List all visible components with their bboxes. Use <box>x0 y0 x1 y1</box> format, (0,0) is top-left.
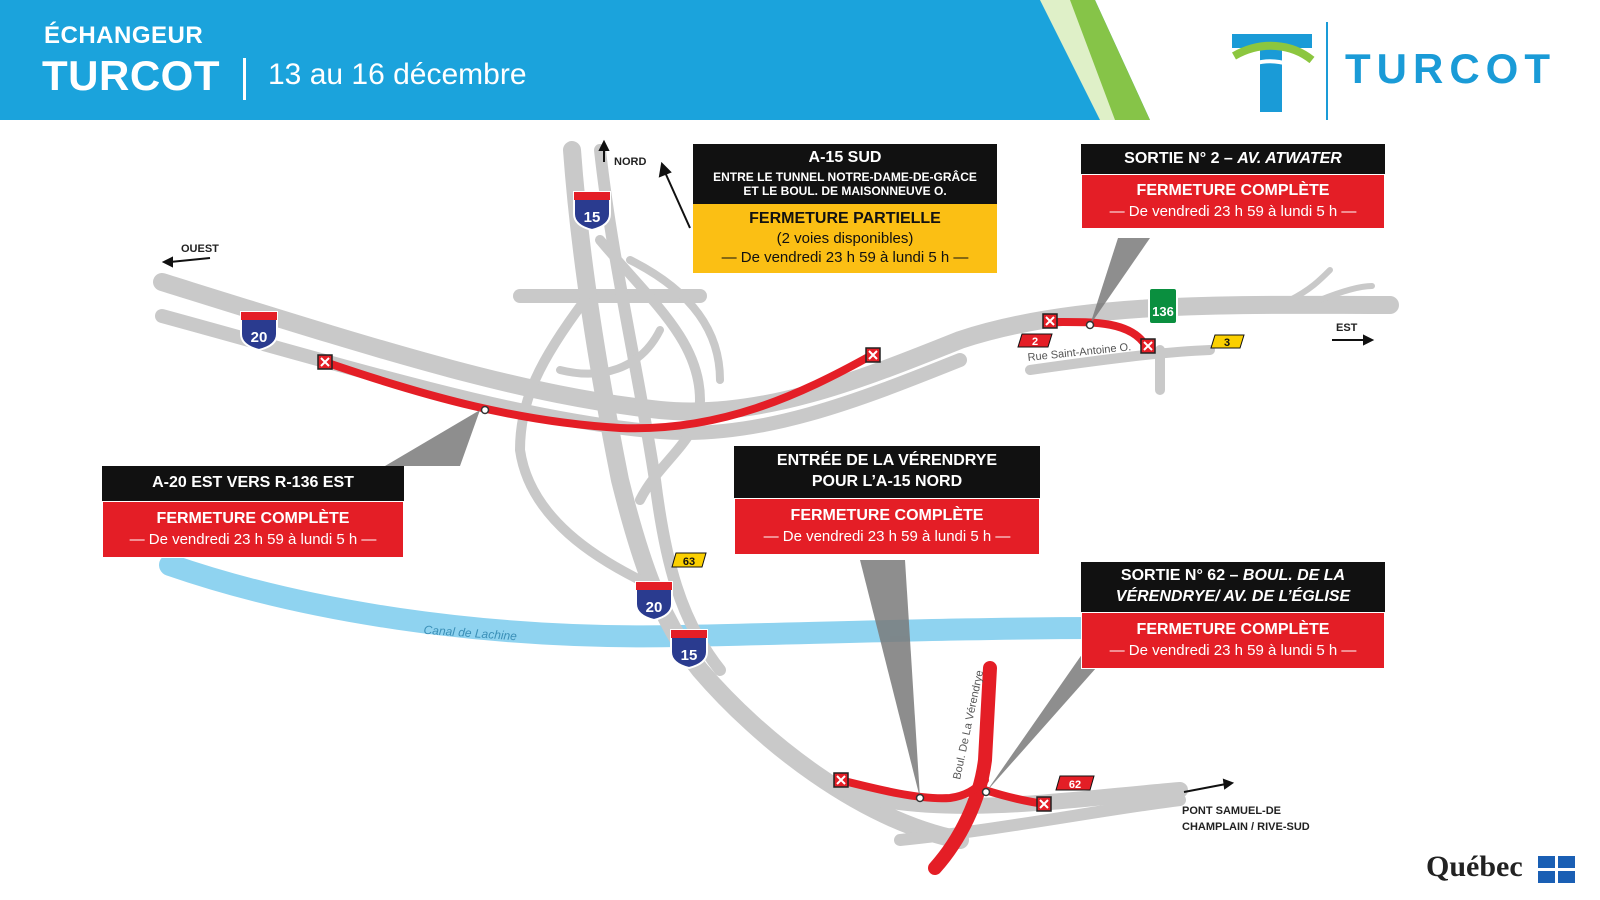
bridge-label: PONT SAMUEL-DE CHAMPLAIN / RIVE-SUD <box>1182 805 1310 833</box>
brand-name: TURCOT <box>1345 45 1556 92</box>
interchange-map: 15 20 20 15 136 3 2 63 62 Canal de Lachi… <box>153 139 1399 875</box>
header-banner: ÉCHANGEUR TURCOT 13 au 16 décembre TURCO… <box>0 0 1600 120</box>
canal-label: Canal de Lachine <box>423 623 517 644</box>
box-entree-verendrye-title1: ENTRÉE DE LA VÉRENDRYE <box>776 452 998 469</box>
box-sortie-2-title-a: SORTIE N° 2 – <box>1124 150 1238 167</box>
shield-r136-icon <box>1148 287 1178 325</box>
box-a20-est-when: — De vendredi 23 h 59 à lundi 5 h — <box>129 531 377 548</box>
closure-verendrye <box>928 661 997 875</box>
box-a20-est-status: FERMETURE COMPLÈTE <box>156 510 350 527</box>
shield-a15-top: 15 <box>584 209 601 226</box>
box-sortie-2-status: FERMETURE COMPLÈTE <box>1136 182 1330 199</box>
direction-arrows <box>161 139 1375 793</box>
closed-roads <box>321 317 1150 875</box>
exit-badge-62: 62 <box>1069 779 1081 791</box>
header-kicker: ÉCHANGEUR <box>44 22 204 49</box>
header-background <box>0 0 1600 120</box>
box-a15-sud-detail: (2 voies disponibles) <box>776 230 914 247</box>
box-entree-verendrye-when: — De vendredi 23 h 59 à lundi 5 h — <box>763 528 1011 545</box>
header-date: 13 au 16 décembre <box>268 58 527 91</box>
exit-badge-3: 3 <box>1224 337 1230 349</box>
turcot-logo-icon <box>1232 34 1315 112</box>
box-sortie-2-title-b: AV. ATWATER <box>1237 150 1342 167</box>
exit-badge-63: 63 <box>683 556 695 568</box>
closure-verendrye-entrance <box>836 776 989 803</box>
exit-badge-2: 2 <box>1032 336 1038 348</box>
exit-badges <box>671 333 1245 791</box>
closure-x-icon <box>317 313 1156 812</box>
box-sortie-62-status: FERMETURE COMPLÈTE <box>1136 621 1330 638</box>
box-a15-sud-when: — De vendredi 23 h 59 à lundi 5 h — <box>721 249 969 266</box>
box-sortie-62-title-b: BOUL. DE LA <box>1242 567 1346 584</box>
box-sortie-62-title2: VÉRENDRYE/ AV. DE L’ÉGLISE <box>1115 588 1351 605</box>
box-entree-verendrye-status: FERMETURE COMPLÈTE <box>790 507 984 524</box>
box-sortie-62-when: — De vendredi 23 h 59 à lundi 5 h — <box>1109 642 1357 659</box>
north-label: NORD <box>614 156 647 168</box>
quebec-flag-icon <box>1538 856 1575 883</box>
east-label: EST <box>1336 322 1358 334</box>
header-divider <box>243 58 246 100</box>
shield-a20-mid: 20 <box>646 599 663 616</box>
box-a15-sud-title: A-15 SUD <box>808 149 882 166</box>
header-title: TURCOT <box>42 52 220 99</box>
box-a20-est: A-20 EST VERS R-136 EST FERMETURE COMPLÈ… <box>102 466 404 558</box>
shield-a15-top-icon <box>573 191 611 232</box>
west-label: OUEST <box>181 243 219 255</box>
shield-r136: 136 <box>1152 304 1174 319</box>
box-sortie-62: SORTIE N° 62 – BOUL. DE LA VÉRENDRYE/ AV… <box>1081 562 1385 669</box>
shield-a20-left: 20 <box>251 329 268 346</box>
shield-a20-mid-icon <box>635 581 673 622</box>
brand-divider <box>1326 22 1328 120</box>
box-a15-sud-sub2: ET LE BOUL. DE MAISONNEUVE O. <box>743 184 947 198</box>
box-a15-sud-sub1: ENTRE LE TUNNEL NOTRE-DAME-DE-GRÂCE <box>713 170 977 184</box>
box-a15-sud: A-15 SUD ENTRE LE TUNNEL NOTRE-DAME-DE-G… <box>693 144 997 273</box>
quebec-wordmark: Québec <box>1426 850 1523 883</box>
box-a15-sud-status: FERMETURE PARTIELLE <box>749 210 941 227</box>
box-entree-verendrye-title2: POUR L’A-15 NORD <box>811 473 963 490</box>
box-sortie-2: SORTIE N° 2 – AV. ATWATER FERMETURE COMP… <box>1081 144 1385 229</box>
box-a20-est-title: A-20 EST VERS R-136 EST <box>152 474 354 491</box>
box-sortie-2-when: — De vendredi 23 h 59 à lundi 5 h — <box>1109 203 1357 220</box>
shield-a15-mid-icon <box>670 629 708 670</box>
box-sortie-62-title-a: SORTIE N° 62 – <box>1120 567 1243 584</box>
closure-a20-est <box>321 351 876 433</box>
closure-atwater <box>1046 317 1150 350</box>
box-entree-verendrye: ENTRÉE DE LA VÉRENDRYE POUR L’A-15 NORD … <box>734 446 1040 555</box>
shield-a15-mid: 15 <box>681 647 698 664</box>
callout-pointers <box>385 238 1150 798</box>
shield-a20-left-icon <box>240 311 278 352</box>
